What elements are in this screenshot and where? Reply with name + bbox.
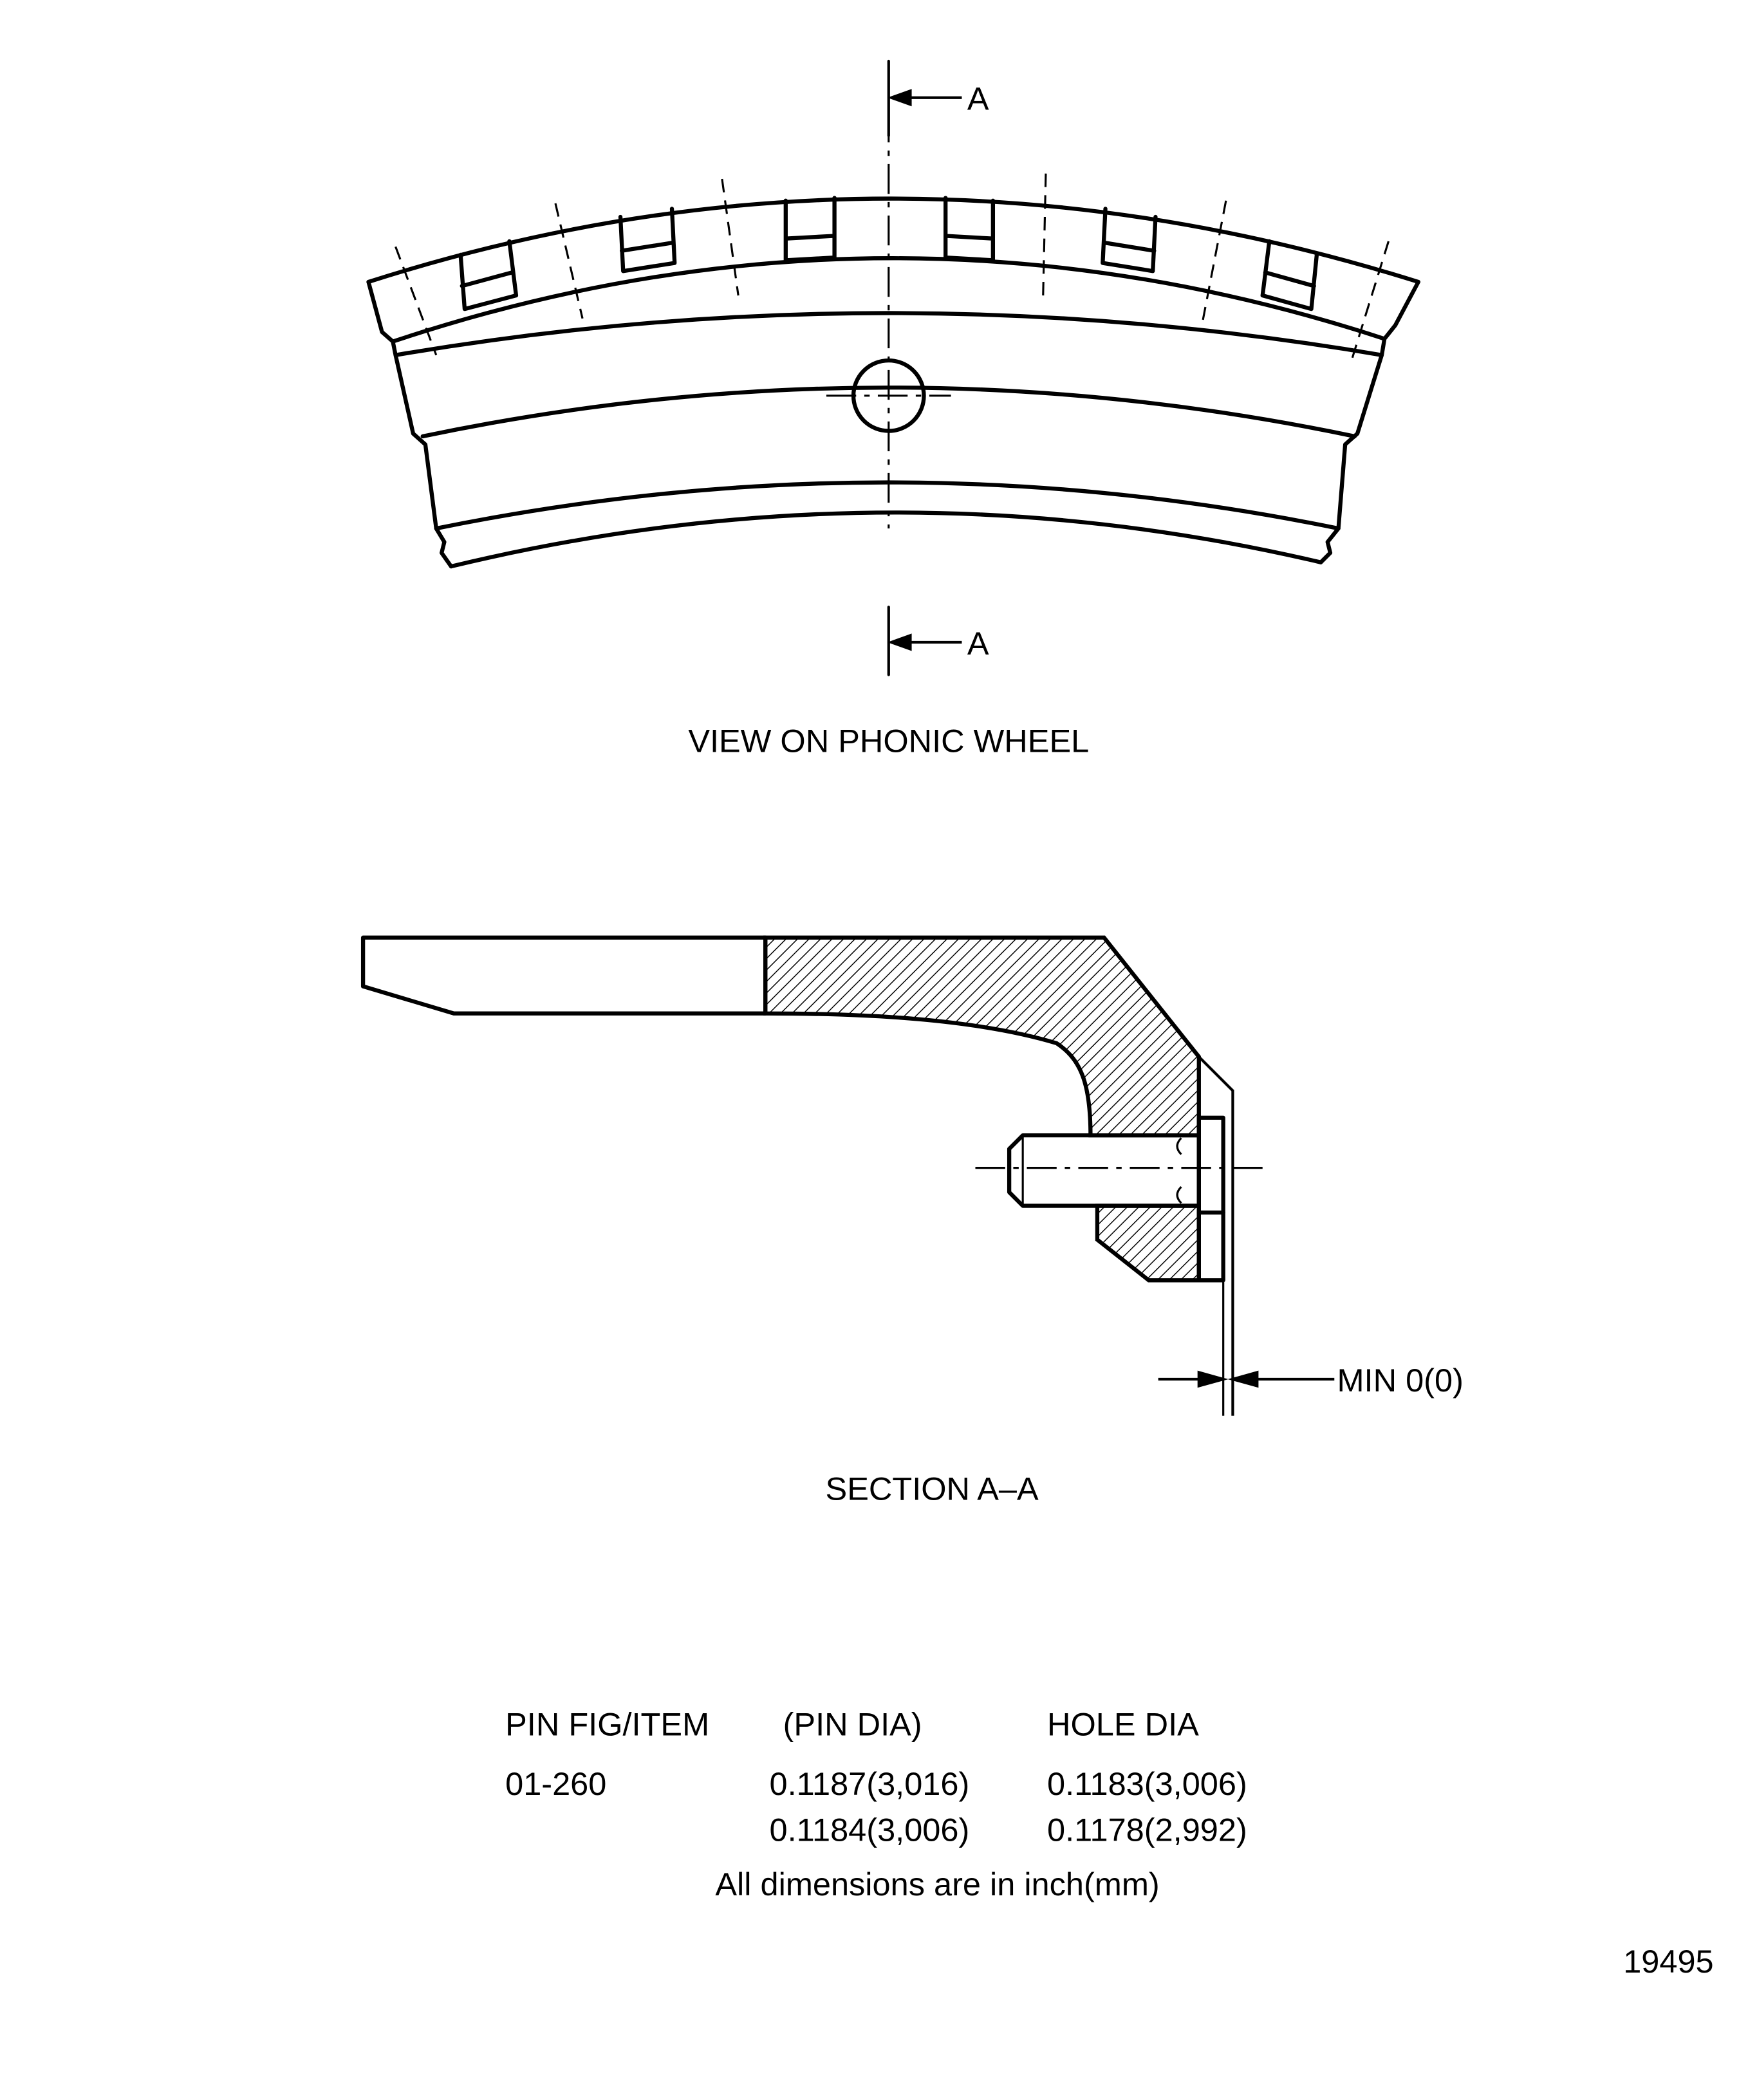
units-note: All dimensions are in inch(mm) xyxy=(715,1866,1159,1902)
section-label-top: A xyxy=(967,80,989,117)
figure-number: 19495 xyxy=(1623,1943,1713,1980)
hatched-section-lower xyxy=(1095,1203,1201,1283)
tooth-slots xyxy=(458,196,1319,311)
section-label-bottom: A xyxy=(967,625,989,662)
section-view: MIN 0(0) SECTION A–A xyxy=(360,935,1464,1507)
wheel-web-outline xyxy=(360,935,768,1016)
tooth-slot xyxy=(618,207,677,274)
section-caption: SECTION A–A xyxy=(826,1470,1039,1507)
radial-dashed-lines xyxy=(395,173,1390,360)
table-row-pin-dia: 0.1187(3,016) xyxy=(770,1765,970,1802)
pin xyxy=(1007,1133,1201,1208)
dimension-arrow-right xyxy=(1227,1370,1335,1388)
band-lower-arc xyxy=(434,480,1341,531)
band-upper-arc xyxy=(393,311,1384,357)
pin-head xyxy=(1196,1115,1225,1283)
tooth-slot xyxy=(1101,207,1158,274)
band-bottom-arc xyxy=(449,510,1323,569)
tooth-slot xyxy=(1260,239,1319,311)
tooth-slot xyxy=(944,196,996,263)
view-caption: VIEW ON PHONIC WHEEL xyxy=(688,722,1089,759)
table-header-item: PIN FIG/ITEM xyxy=(505,1706,709,1743)
table-row-hole-dia: 0.1178(2,992) xyxy=(1047,1812,1247,1848)
table-header-hole-dia: HOLE DIA xyxy=(1047,1706,1199,1743)
section-arrow-top xyxy=(887,89,962,107)
table-row-item: 01-260 xyxy=(505,1765,606,1802)
dimension-label: MIN 0(0) xyxy=(1337,1362,1463,1398)
pin-groove xyxy=(1176,1137,1182,1204)
sensor-plate-outline xyxy=(1198,1055,1234,1416)
table-row-pin-dia: 0.1184(3,006) xyxy=(770,1812,970,1848)
table-row-hole-dia: 0.1183(3,006) xyxy=(1047,1765,1247,1802)
dimension-table: PIN FIG/ITEM (PIN DIA) HOLE DIA 01-260 0… xyxy=(505,1706,1247,1902)
wheel-left-edge xyxy=(366,279,454,569)
wheel-right-edge xyxy=(1319,279,1420,564)
band-middle-arc xyxy=(420,386,1357,439)
wheel-outer-arc xyxy=(366,196,1420,284)
dimension-arrow-left xyxy=(1158,1370,1229,1388)
hatched-section-upper xyxy=(763,935,1201,1138)
tooth-slot xyxy=(458,239,519,311)
tooth-ring-inner-arc xyxy=(391,256,1387,344)
phonic-wheel-view: A A xyxy=(366,59,1420,759)
section-arrow-bottom xyxy=(887,633,962,651)
table-header-pin-dia: (PIN DIA) xyxy=(783,1706,922,1743)
tooth-slot xyxy=(783,196,837,263)
